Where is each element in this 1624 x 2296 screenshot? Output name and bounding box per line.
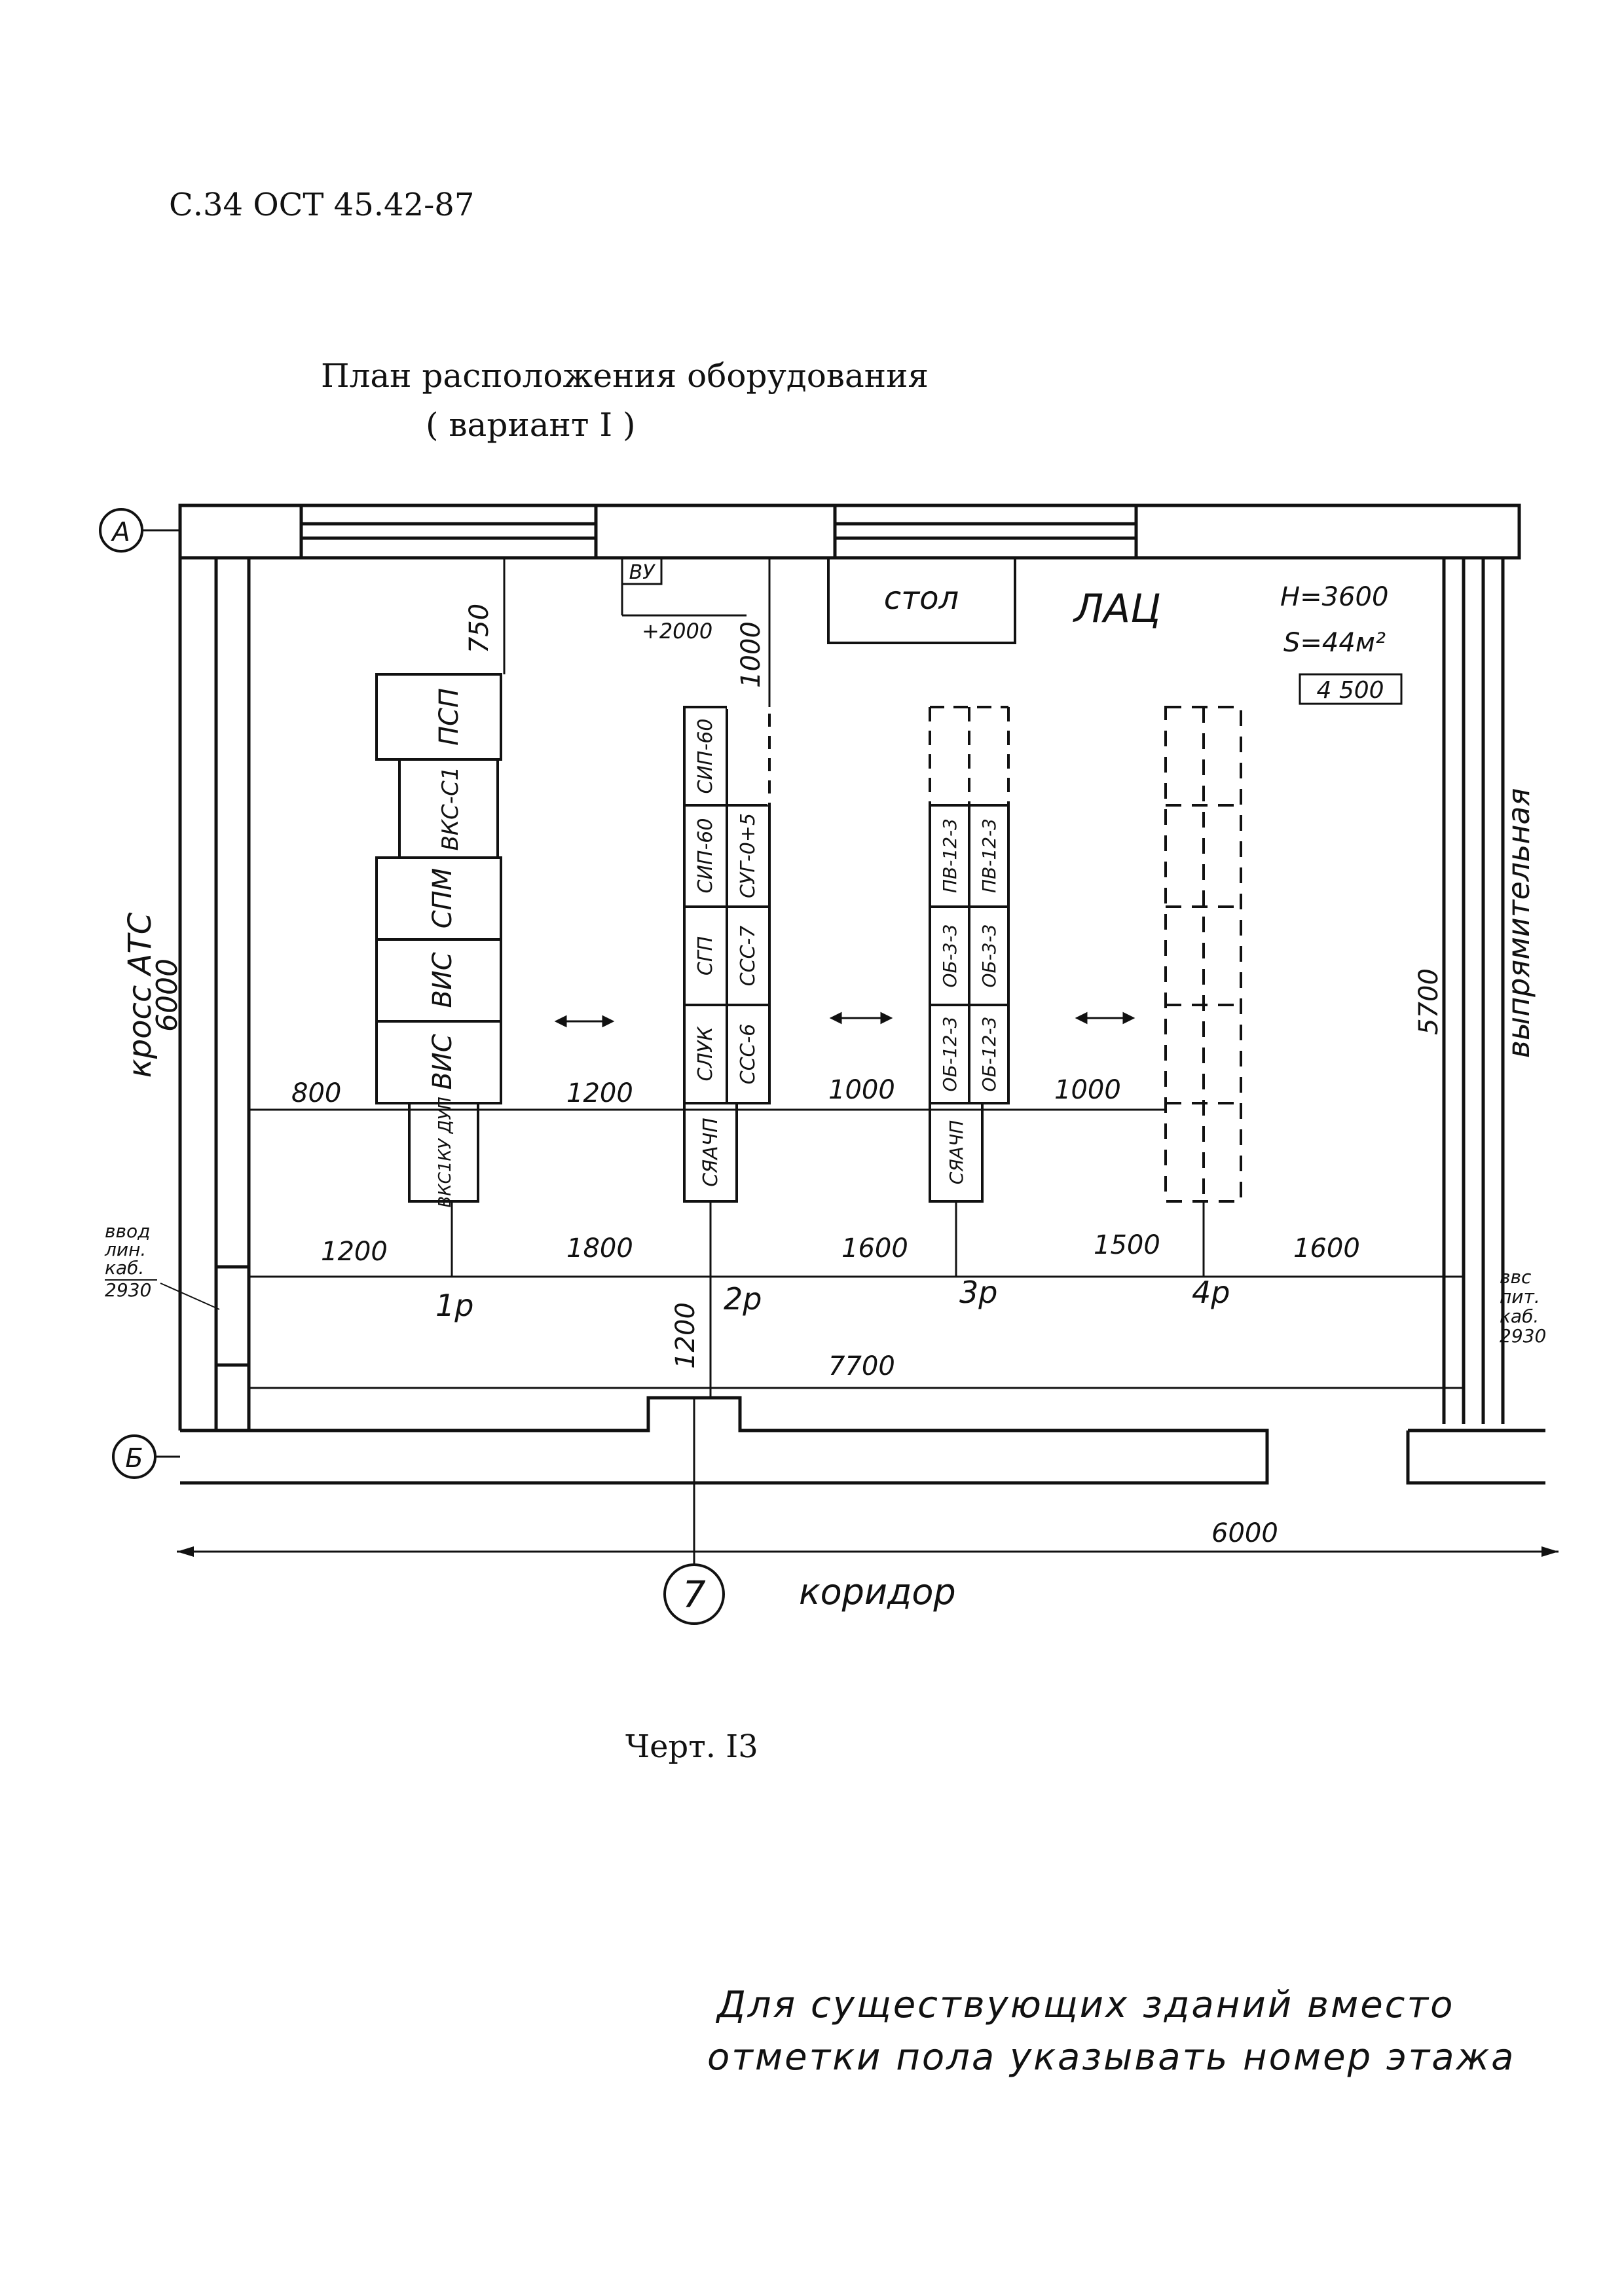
row2-labels: СИП-60 СИП-60 СГП СЛУК СЯАЧП СУГ-0+5 ССС…: [694, 719, 760, 1187]
svg-text:ВУ: ВУ: [629, 561, 656, 584]
right-wall-label: выпрямительная: [1501, 788, 1536, 1059]
row-markers: 1р 2р 3р 4р: [435, 1275, 1230, 1323]
svg-text:Б: Б: [125, 1444, 143, 1474]
row1-vks-dup: ВКС1КУ ДУП: [435, 1097, 455, 1207]
axis-marker-a: А: [99, 508, 180, 553]
row3-pv-b: ПВ-12-3: [978, 818, 1000, 893]
right-wall-dim: 5700: [1414, 968, 1444, 1035]
row-4: 4р: [1192, 1275, 1230, 1310]
dimension-lines: [177, 558, 1559, 1553]
dimension-arrows: [177, 1546, 1559, 1557]
document-reference: С.34 ОСТ 45.42-87: [169, 187, 475, 223]
room-height: Н=3600: [1280, 582, 1388, 612]
row2-sss7: ССС-7: [737, 926, 760, 987]
row-1: 1р: [435, 1288, 473, 1323]
row2-sluk: СЛУК: [694, 1026, 717, 1082]
svg-text:ввс: ввс: [1500, 1266, 1532, 1288]
svg-text:2930: 2930: [105, 1279, 151, 1301]
room-name: ЛАЦ: [1073, 586, 1161, 632]
row1-vks: ВКС-С1: [437, 767, 464, 851]
dim-aisle-800: 800: [291, 1078, 341, 1108]
corridor-label: коридор: [799, 1571, 956, 1613]
dim-row-1600a: 1600: [841, 1233, 908, 1264]
row2-sgp: СГП: [694, 936, 717, 975]
svg-text:А: А: [110, 517, 130, 547]
table-desk: стол: [827, 556, 1016, 644]
row-2: 2р: [724, 1281, 762, 1317]
left-inlet-box: [214, 1265, 251, 1367]
axis-marker-7: 7: [663, 1398, 725, 1625]
svg-text:ввод: ввод: [105, 1220, 151, 1242]
svg-text:+2000: +2000: [642, 619, 712, 644]
dim-1200-bottom: 1200: [671, 1302, 701, 1369]
left-inlet-note: ввод лин. каб. 2930: [104, 1220, 220, 1310]
room-area: S=44м²: [1283, 628, 1386, 658]
bottom-wall-right: [1406, 1429, 1545, 1485]
row1-spm: СПМ: [428, 868, 458, 929]
aisle-arrows: [554, 1011, 1135, 1028]
row4-planned-cabinets: [1164, 706, 1242, 1203]
row2-sip-b: СИП-60: [694, 818, 717, 894]
note-line-1: Для существующих зданий вместо: [717, 1984, 1455, 2026]
left-wall-dim: 6000: [151, 958, 184, 1032]
svg-text:2930: 2930: [1500, 1325, 1546, 1347]
svg-text:стол: стол: [884, 580, 959, 617]
row3-pv-a: ПВ-12-3: [939, 818, 961, 893]
figure-caption: Черт. I3: [625, 1728, 758, 1765]
row1-vis-b: ВИС: [428, 1034, 458, 1089]
svg-text:каб.: каб.: [1500, 1305, 1539, 1327]
dim-750: 750: [464, 604, 494, 653]
dim-row-1600b: 1600: [1293, 1233, 1360, 1264]
dim-aisle-1000b: 1000: [1054, 1075, 1121, 1105]
row3-syaachp: СЯАЧП: [946, 1120, 967, 1184]
row3-labels: ПВ-12-3 ОБ-3-3 ОБ-12-3 СЯАЧП ПВ-12-3 ОБ-…: [939, 818, 1000, 1184]
note-line-2: отметки пола указывать номер этажа: [707, 2036, 1516, 2079]
row1-vis-a: ВИС: [428, 952, 458, 1008]
top-wall: [178, 503, 1521, 560]
row2-sug: СУГ-0+5: [737, 813, 760, 898]
dim-7700: 7700: [828, 1351, 895, 1381]
row3-ob123-a: ОБ-12-3: [939, 1017, 961, 1092]
row1-cabinets: [375, 673, 502, 1203]
dimension-labels: 750 1000 800 1200 1000 1000 1200 1800 16…: [291, 604, 1360, 1548]
row1-labels: ПСП ВКС-С1 СПМ ВИС ВИС ВКС1КУ ДУП: [428, 688, 464, 1208]
vu-box: ВУ +2000: [621, 556, 747, 644]
floor-mark-box: [1299, 673, 1403, 705]
row2-sip-a: СИП-60: [694, 719, 717, 794]
svg-text:пит.: пит.: [1500, 1286, 1540, 1307]
row-3: 3р: [959, 1275, 997, 1310]
dim-row-1200: 1200: [321, 1237, 388, 1267]
dim-row-1800: 1800: [566, 1233, 633, 1264]
top-windows: [299, 503, 1138, 560]
svg-text:каб.: каб.: [105, 1257, 144, 1279]
row1-psp: ПСП: [434, 688, 464, 746]
left-wall-label: кросс АТС: [122, 912, 158, 1078]
plan-title: План расположения оборудования: [321, 357, 929, 395]
row3-ob123-b: ОБ-12-3: [978, 1017, 1000, 1092]
dim-1000-top: 1000: [736, 621, 766, 688]
bottom-wall-left: [180, 1396, 1269, 1485]
dim-aisle-1000a: 1000: [828, 1075, 895, 1105]
dim-row-1500: 1500: [1094, 1230, 1160, 1260]
svg-text:лин.: лин.: [104, 1239, 146, 1260]
row2-syaachp: СЯАЧП: [699, 1118, 722, 1186]
svg-text:7: 7: [682, 1574, 706, 1616]
right-inlet-note: ввс пит. каб. 2930: [1500, 1266, 1546, 1347]
dim-aisle-1200: 1200: [566, 1078, 633, 1108]
plan-variant: ( вариант I ): [426, 406, 636, 444]
dim-6000: 6000: [1211, 1518, 1278, 1548]
floor-mark: 4 500: [1316, 677, 1384, 704]
axis-marker-b: Б: [112, 1434, 180, 1479]
row3-ob33-b: ОБ-3-3: [978, 924, 1000, 987]
row3-ob33-a: ОБ-3-3: [939, 924, 961, 987]
row2-sss6: ССС-6: [737, 1024, 760, 1085]
